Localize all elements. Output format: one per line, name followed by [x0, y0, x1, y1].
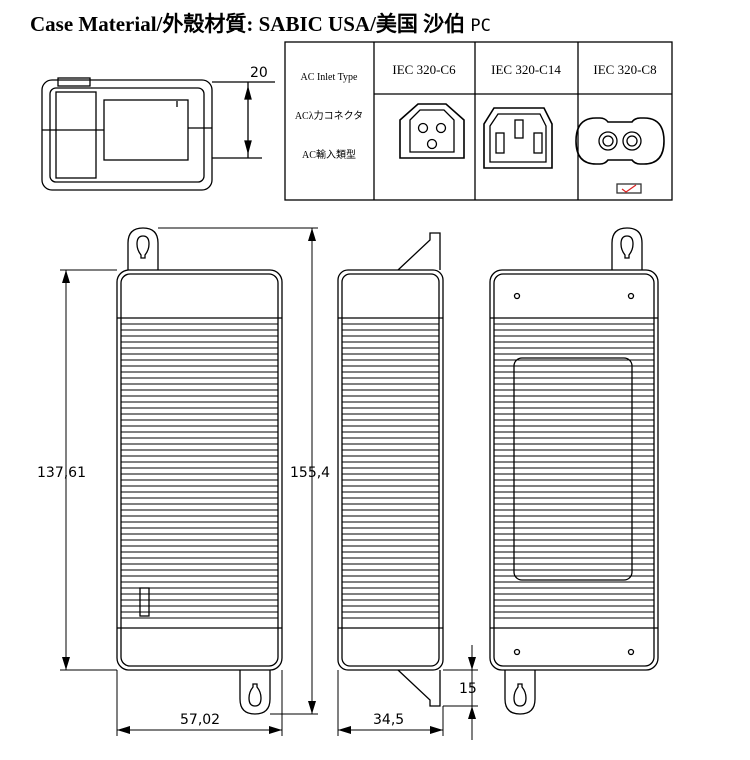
front-view [116, 227, 283, 715]
dim-width: 57,02 [180, 712, 220, 728]
top-view [41, 77, 275, 191]
title-part-1: Case Material/ [30, 12, 163, 36]
dim-thickness: 34,5 [373, 712, 404, 728]
dim-body-length: 137,61 [37, 465, 86, 481]
dim-top-height: 20 [250, 65, 268, 81]
arrowheads [62, 228, 476, 734]
row-label-jp: ACλ力コネクタ [295, 109, 363, 122]
col-header-c14: IEC 320-C14 [491, 62, 561, 77]
title-part-2: 外殼材質 [162, 12, 247, 36]
ribs [121, 323, 654, 619]
selected-checkbox [616, 183, 642, 194]
check-mark-icon [621, 184, 637, 193]
dim-tab: 15 [459, 681, 477, 697]
col-header-c6: IEC 320-C6 [392, 62, 456, 77]
dim-total-length: 155,4 [290, 465, 330, 481]
row-label-zh: AC輸入類型 [302, 148, 356, 161]
page-title: Case Material/外殼材質: SABIC USA/美国 沙伯 PC [30, 8, 491, 38]
title-part-5: PC [470, 16, 491, 36]
side-view [337, 232, 444, 707]
iec-c6-inlet-icon [399, 103, 465, 159]
back-view [489, 227, 659, 715]
iec-c8-inlet-icon [575, 117, 665, 165]
title-part-4: 美国 沙伯 [375, 12, 466, 36]
title-part-3: : SABIC USA/ [246, 12, 376, 36]
row-label-inlet-type: AC Inlet Type [301, 72, 358, 83]
col-header-c8: IEC 320-C8 [593, 62, 656, 77]
iec-c14-inlet-icon [483, 107, 553, 169]
inlet-table [284, 41, 673, 201]
